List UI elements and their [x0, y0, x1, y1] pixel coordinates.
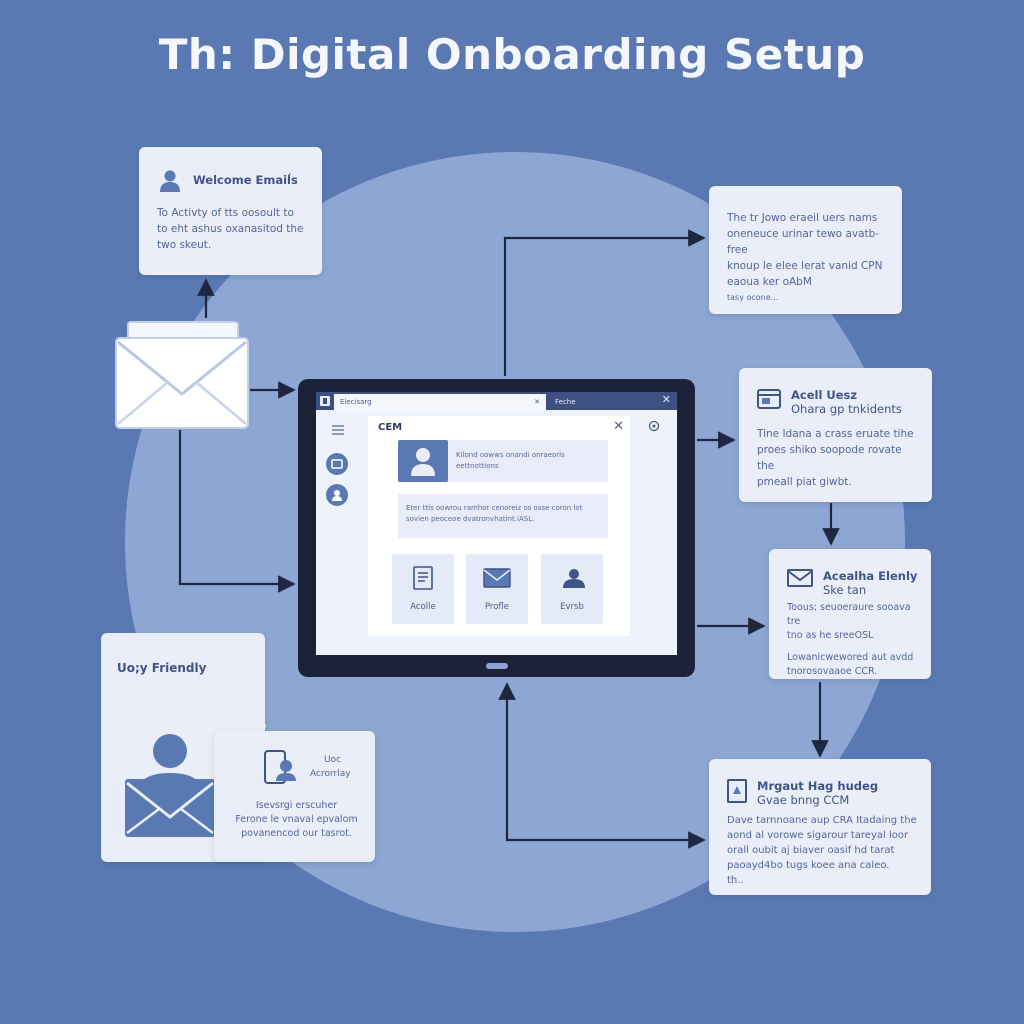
bottom-right-title: Mrgaut Hag hudeg — [757, 779, 879, 793]
welcome-body-line: two skeut. — [157, 239, 212, 251]
user-access-body-line: povanencod our tasrot. — [241, 828, 352, 839]
folder-icon[interactable] — [326, 453, 348, 475]
welcome-body: To Activty of tts oosoult to to eht ashu… — [157, 205, 308, 253]
tab-feche[interactable]: Feche — [549, 394, 659, 410]
tile-profle[interactable]: Profle — [466, 554, 528, 624]
envelope-icon — [787, 569, 813, 587]
settings-icon[interactable] — [648, 420, 660, 432]
panel-title: CEM — [378, 422, 403, 433]
profile-text-line: eettnottions — [456, 462, 499, 470]
welcome-email-card: Welcome Emaiĺs To Activty of tts oosoult… — [139, 147, 322, 275]
access-body: Tine Idana a crass eruate tihe proes shi… — [757, 426, 918, 490]
academic-body-line: Toous; seuoeraure sooava tre — [787, 602, 911, 627]
tile-label: Acolle — [410, 602, 436, 612]
info-body-line: tasy ocone... — [727, 293, 779, 302]
browser-window-icon — [757, 389, 781, 409]
info-row-text: Eter ttis oowrou ramhor cenoreiz os osse… — [406, 503, 582, 525]
tablet-device: Elecisarg ✕ Feche ✕ — [298, 379, 695, 677]
document-icon — [727, 779, 747, 803]
user-friendly-title: Uo;y Friendly — [117, 661, 207, 675]
info-body-line: oneneuce urinar tewo avatb-free — [727, 228, 880, 256]
info-body-line: The tr Jowo eraeil uers nams — [727, 212, 878, 224]
info-row: Eter ttis oowrou ramhor cenoreiz os osse… — [398, 494, 608, 538]
academic-body-line: tno as he sreeOSL — [787, 630, 874, 641]
user-access-card: Uoc Acrorrlay Isevsrgi erscuher Ferone l… — [214, 731, 375, 862]
users-icon[interactable] — [326, 484, 348, 506]
browser-tab-bar: Elecisarg ✕ Feche ✕ — [316, 392, 677, 410]
tile-acolle[interactable]: Acolle — [392, 554, 454, 624]
academic-title: Acealha Elenly — [823, 569, 918, 583]
bottom-right-body-line: Dave tarnnoane aup CRA Itadaing the — [727, 815, 917, 826]
side-rail — [316, 410, 364, 655]
user-icon — [160, 170, 180, 192]
user-envelope-icon — [125, 734, 215, 837]
tile-label: Profle — [484, 602, 510, 612]
user-access-title-line: Uoc — [324, 755, 342, 765]
info-body-line: eaoua ker oAbM — [727, 276, 812, 288]
access-card: Acell Uesz Ohara gp tnkidents Tine Idana… — [739, 368, 932, 502]
bottom-right-body-line: orall oubit aj biaver oasif hd tarat — [727, 845, 895, 856]
access-body-line: Tine Idana a crass eruate tihe — [757, 428, 914, 440]
bottom-right-body: Dave tarnnoane aup CRA Itadaing the aond… — [727, 813, 917, 888]
tab-crm-label: Elecisarg — [340, 398, 372, 406]
arrow-envelope-down-to-tablet — [178, 430, 296, 593]
envelope-icon — [483, 568, 511, 588]
access-title: Acell Uesz — [791, 388, 858, 402]
user-access-title: Uoc Acrorrlay — [310, 753, 351, 781]
tab-close-button[interactable]: ✕ — [534, 398, 540, 406]
academic-subtitle: Ske tan — [823, 583, 867, 597]
window-close-button[interactable]: ✕ — [661, 393, 671, 406]
info-card-body: The tr Jowo eraeil uers nams oneneuce ur… — [727, 210, 888, 306]
user-icon — [563, 569, 585, 588]
home-button[interactable] — [486, 663, 508, 669]
app-icon — [320, 396, 330, 406]
info-text-line: sovien peoceoe dvatronvhatint.iASL. — [406, 515, 535, 523]
menu-icon[interactable] — [331, 424, 345, 436]
tab-feche-label: Feche — [555, 398, 576, 406]
access-body-line: pmeall piat giwbt. — [757, 476, 852, 488]
welcome-body-line: To Activty of tts oosoult to — [157, 207, 294, 219]
arrow-tablet-to-bottom-right — [498, 682, 706, 849]
academic-body-line: tnorosovaaoe CCR. — [787, 666, 878, 677]
bottom-right-body-line: paoayd4bo tugs koee ana caleo. — [727, 860, 890, 871]
academic-body: Toous; seuoeraure sooava tre tno as he s… — [787, 601, 917, 679]
bottom-right-card: Mrgaut Hag hudeg Gvae bnng CCM Dave tarn… — [709, 759, 931, 895]
info-body-line: knoup le elee lerat vanid CPN — [727, 260, 883, 272]
profile-row[interactable]: Kilond oowws onandi onraeorls eettnottio… — [398, 440, 608, 482]
avatar — [398, 440, 448, 482]
welcome-title: Welcome Emaiĺs — [193, 173, 298, 187]
document-icon — [413, 566, 433, 590]
crm-panel: CEM ✕ Kilond oowws onandi onraeorls eett… — [368, 416, 630, 636]
user-access-body-line: Ferone le vnaval epvalom — [235, 814, 358, 825]
bottom-right-body-line: aond al vorowe sigarour tareyal loor — [727, 830, 909, 841]
tile-label: Evrsb — [560, 602, 584, 612]
phone-user-icon — [264, 750, 296, 784]
bottom-right-subtitle: Gvae bnng CCM — [757, 793, 850, 807]
page-title: Th: Digital Onboarding Setup — [158, 30, 866, 79]
envelope-icon — [115, 321, 249, 429]
panel-close-button[interactable]: ✕ — [613, 419, 624, 434]
info-card-top-right: The tr Jowo eraeil uers nams oneneuce ur… — [709, 186, 902, 314]
arrow-top-right-to-tablet — [503, 229, 706, 376]
user-access-body-line: Isevsrgi erscuher — [255, 800, 338, 811]
profile-row-text: Kilond oowws onandi onraeorls eettnottio… — [456, 450, 565, 472]
user-access-body: Isevsrgi erscuher Ferone le vnaval epval… — [232, 799, 361, 841]
tab-crm[interactable]: Elecisarg ✕ — [334, 394, 546, 410]
info-text-line: Eter ttis oowrou ramhor cenoreiz os osse… — [406, 504, 583, 512]
access-subtitle: Ohara gp tnkidents — [791, 402, 902, 416]
bottom-right-body-line: th.. — [727, 875, 744, 886]
academic-card: Acealha Elenly Ske tan Toous; seuoeraure… — [769, 549, 931, 679]
user-access-title-line: Acrorrlay — [310, 769, 351, 779]
welcome-body-line: to eht ashus oxanasitod the — [157, 223, 304, 235]
access-body-line: proes shiko soopode rovate the — [757, 444, 902, 472]
profile-text-line: Kilond oowws onandi onraeorls — [456, 451, 565, 459]
academic-body-line: Lowanicwewored aut avdd — [787, 652, 914, 663]
tile-evrsb[interactable]: Evrsb — [541, 554, 603, 624]
tablet-screen: Elecisarg ✕ Feche ✕ — [316, 392, 677, 655]
